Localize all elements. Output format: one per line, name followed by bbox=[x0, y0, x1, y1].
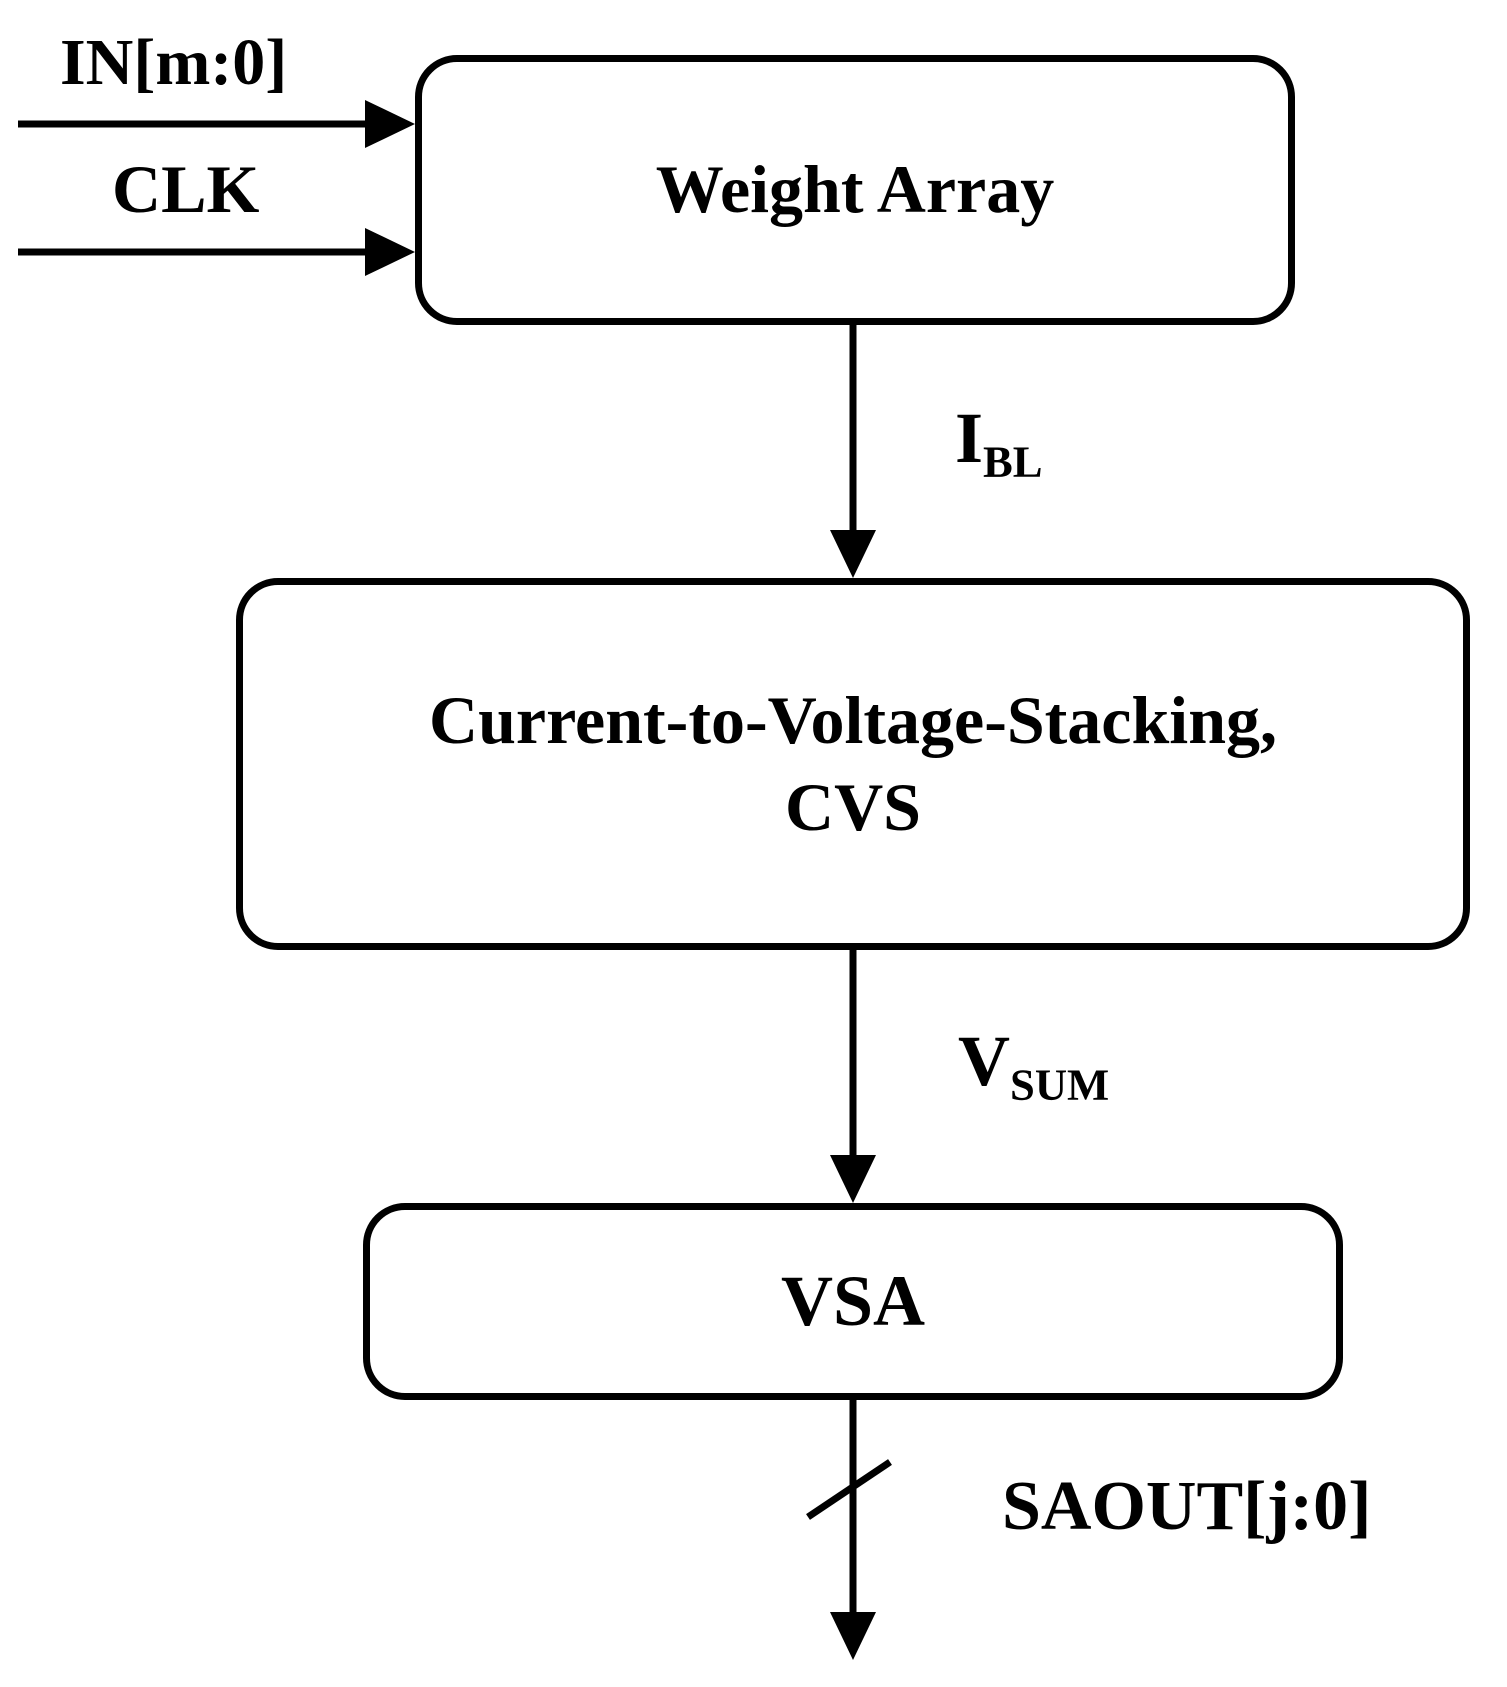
vsum-label: VSUM bbox=[958, 1025, 1109, 1107]
vsa-label: VSA bbox=[780, 1261, 926, 1342]
clk-label: CLK bbox=[112, 151, 260, 227]
saout-arrowhead bbox=[830, 1612, 876, 1660]
ibl-label: IBL bbox=[955, 402, 1043, 484]
saout-bus-slash bbox=[806, 1459, 892, 1520]
vsum-arrowhead bbox=[830, 1155, 876, 1203]
saout-label: SAOUT[j:0] bbox=[1002, 1468, 1372, 1545]
in-bus-label: IN[m:0] bbox=[60, 26, 288, 99]
ibl-label-main: I bbox=[955, 398, 984, 478]
vsum-label-main: V bbox=[958, 1021, 1010, 1101]
cvs-label-line1: Current-to-Voltage-Stacking, bbox=[428, 681, 1278, 758]
cvs-block: Current-to-Voltage-Stacking, CVS bbox=[236, 578, 1470, 950]
cvs-label-line2: CVS bbox=[784, 769, 922, 845]
in-bus-arrowhead bbox=[365, 100, 415, 148]
ibl-label-subscript: BL bbox=[983, 436, 1043, 487]
clk-arrowhead bbox=[365, 228, 415, 276]
weight-array-label: Weight Array bbox=[655, 151, 1055, 228]
ibl-arrowhead bbox=[830, 530, 876, 578]
vsum-label-subscript: SUM bbox=[1010, 1059, 1110, 1110]
weight-array-block: Weight Array bbox=[415, 55, 1295, 325]
vsa-block: VSA bbox=[363, 1203, 1343, 1400]
